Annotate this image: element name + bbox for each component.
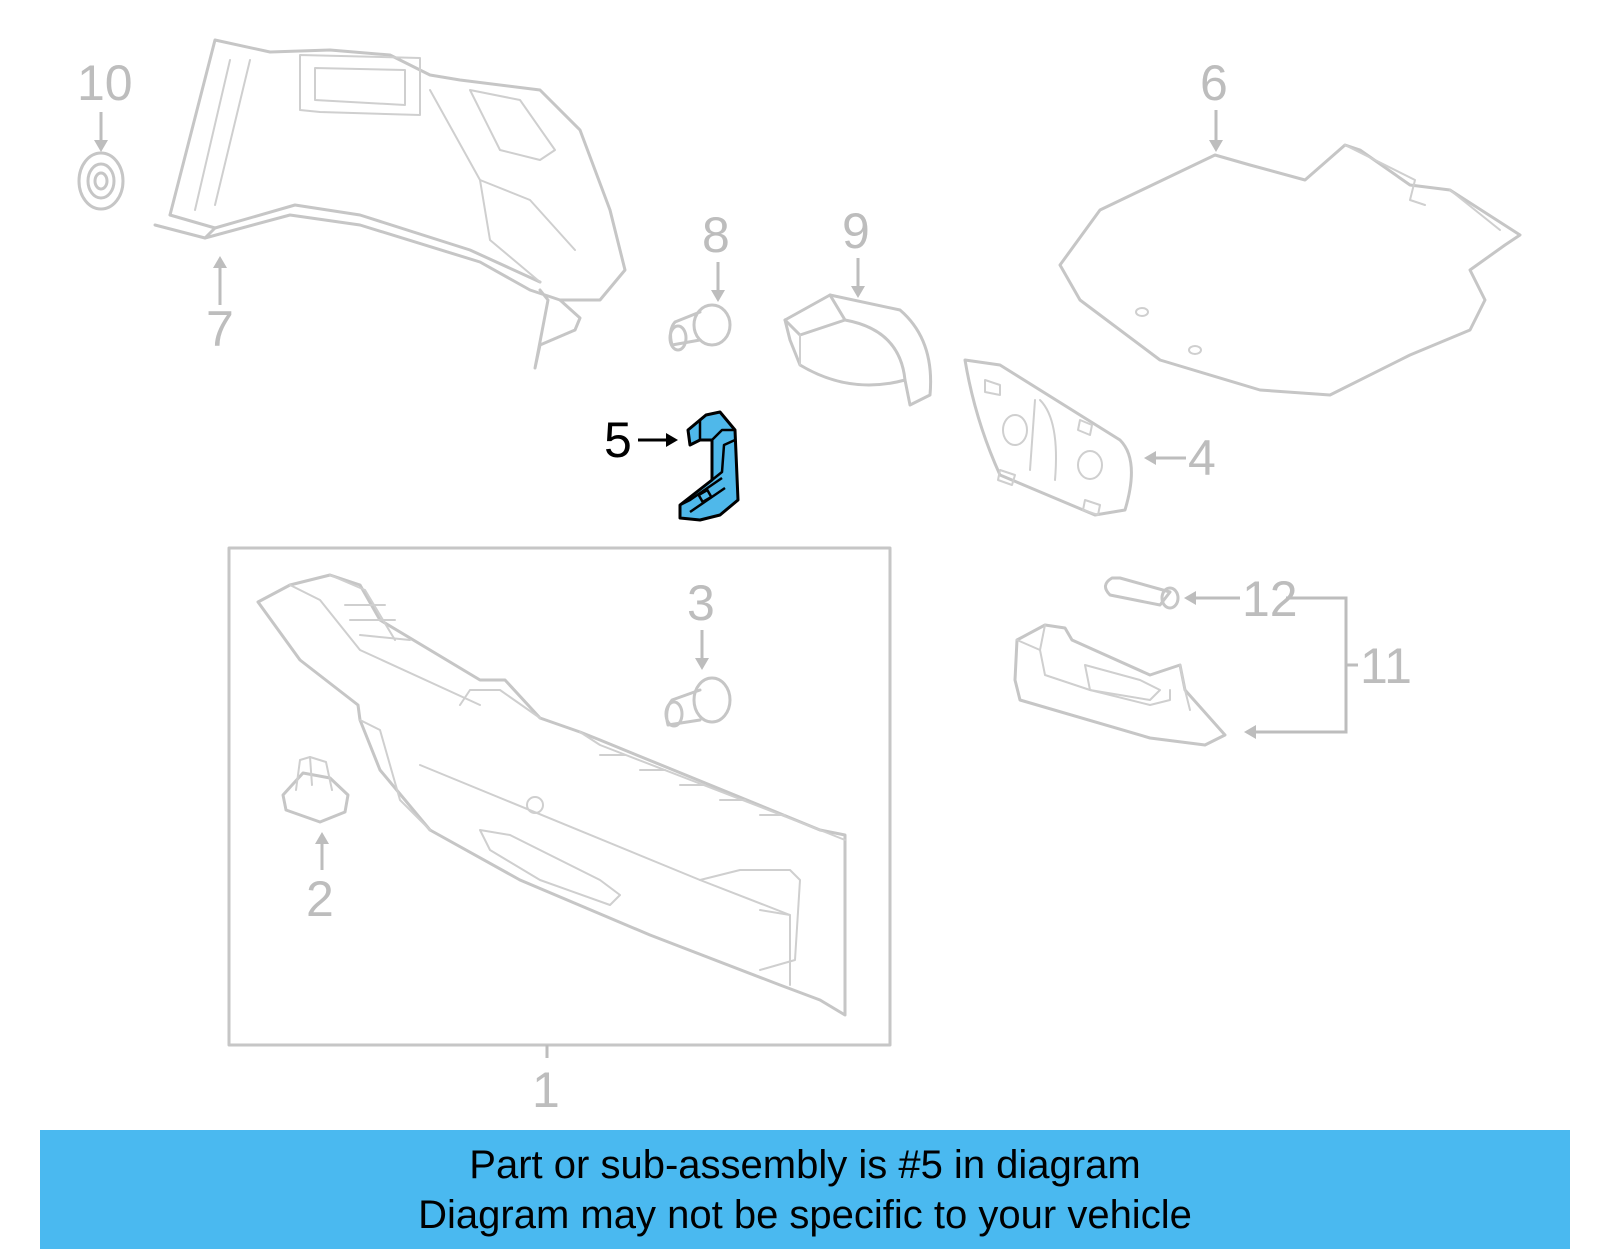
arrow-8 [711,290,725,302]
part-12-bulb[interactable] [1104,576,1180,610]
callout-9[interactable]: 9 [842,203,870,259]
callout-5[interactable]: 5 [604,412,632,468]
part-4-panel[interactable] [963,358,1133,517]
part-1-assembly-box [227,546,892,1047]
banner-line-part: Part or sub-assembly is #5 in diagram [469,1142,1141,1187]
callout-4[interactable]: 4 [1188,430,1216,486]
callout-6[interactable]: 6 [1200,55,1228,111]
info-banner: Part or sub-assembly is #5 in diagram Di… [40,1130,1570,1249]
part-2-clip[interactable] [281,756,350,824]
arrow-5 [666,433,678,447]
callout-11[interactable]: 11 [1360,638,1412,694]
part-9-strap[interactable] [783,293,933,407]
callout-1[interactable]: 1 [532,1062,560,1118]
part-5-bracket-highlighted[interactable] [678,410,740,522]
arrow-2 [315,832,329,844]
arrow-3 [695,658,709,670]
part-6-floor-mat[interactable] [1058,143,1522,397]
callout-7[interactable]: 7 [206,301,234,357]
callout-10[interactable]: 10 [77,55,133,111]
part-8-clip[interactable] [668,303,732,352]
arrow-7 [213,256,227,268]
banner-line-disclaimer: Diagram may not be specific to your vehi… [418,1192,1192,1237]
arrow-12 [1184,591,1196,605]
part-10-grommet[interactable] [77,151,125,211]
part-1-sill-plate[interactable] [256,573,847,1017]
arrow-4 [1144,451,1156,465]
callout-2[interactable]: 2 [306,871,334,927]
arrow-6 [1209,140,1223,152]
arrow-10 [94,140,108,152]
part-3-clip[interactable] [664,676,732,728]
part-7-side-trim[interactable] [153,38,627,370]
arrow-11 [1244,725,1256,739]
callout-3[interactable]: 3 [687,575,715,631]
arrow-9 [851,286,865,298]
callout-8[interactable]: 8 [702,207,730,263]
part-11-lamp-housing[interactable] [1013,623,1227,747]
